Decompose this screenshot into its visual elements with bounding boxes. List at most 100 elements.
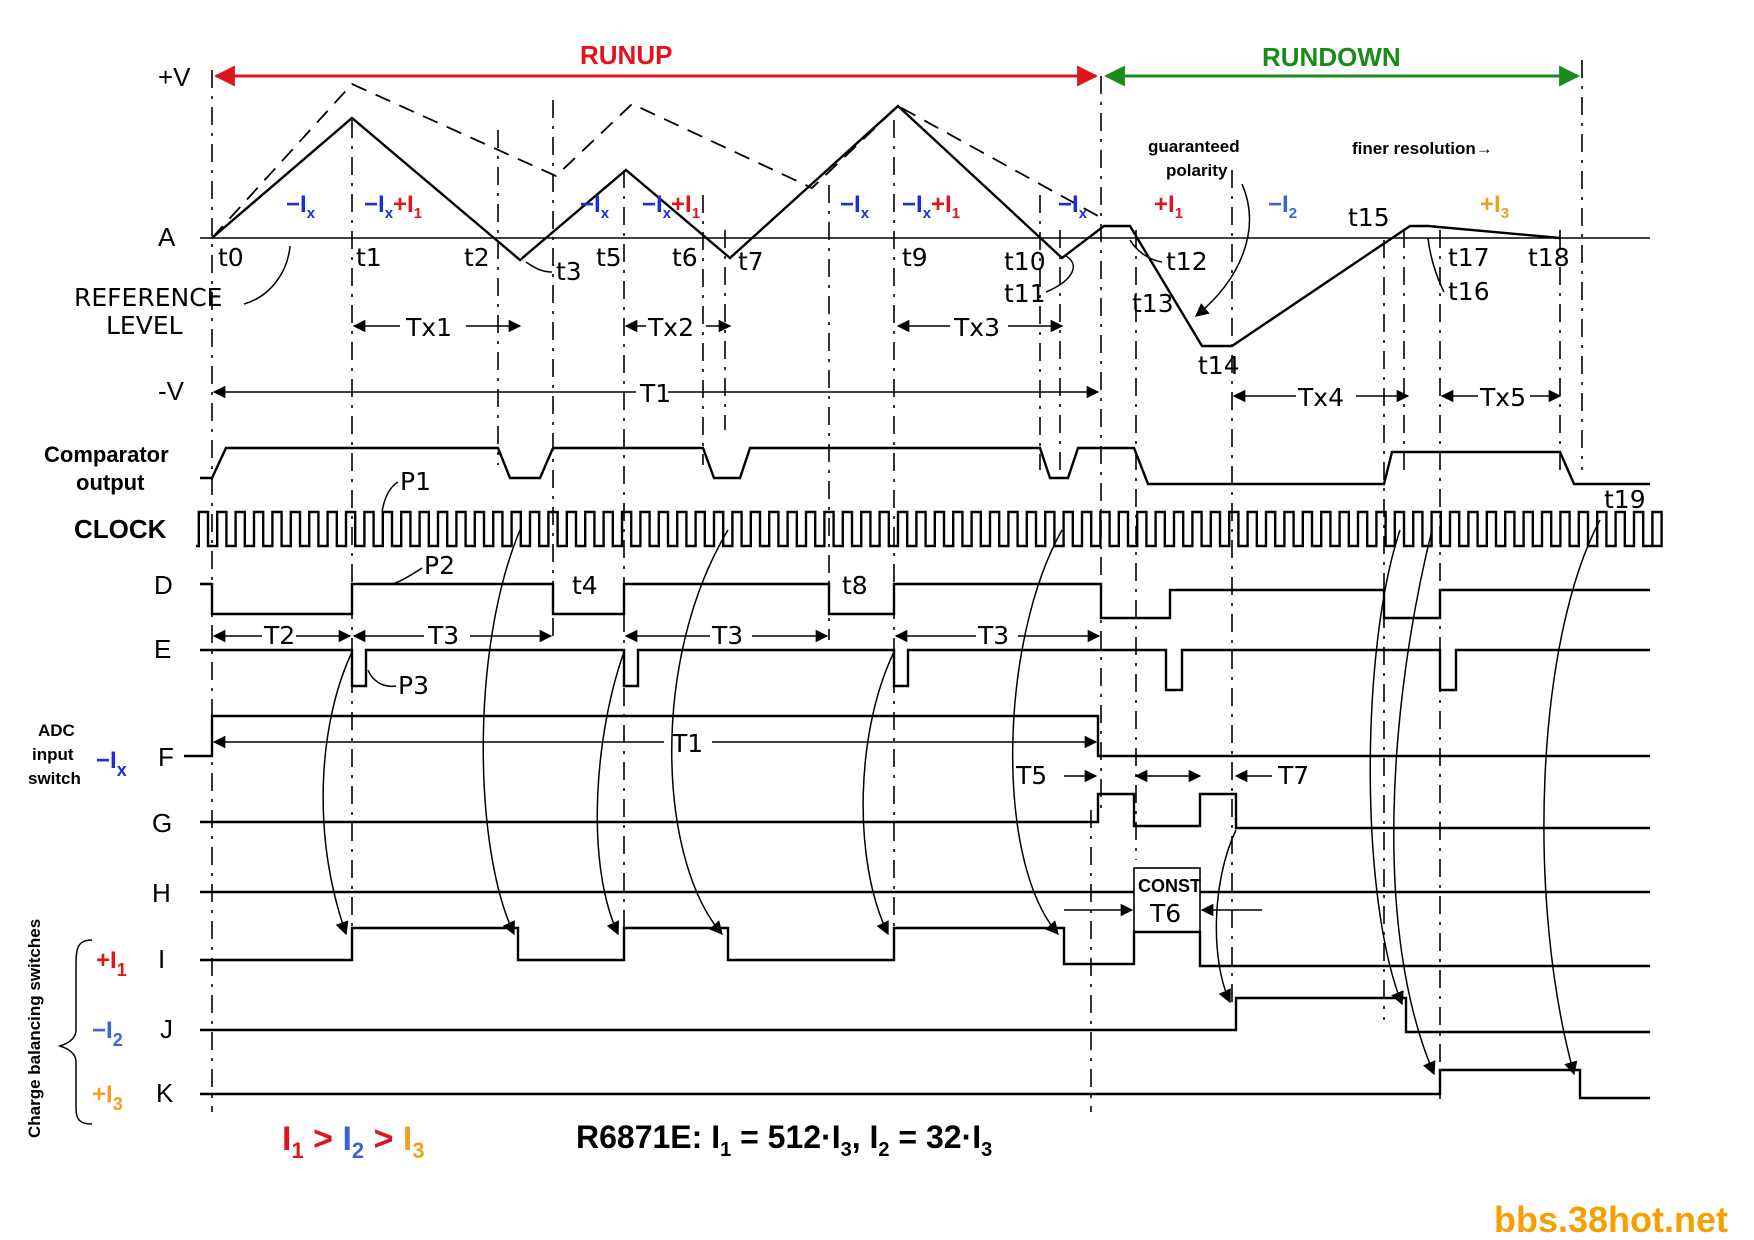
- e-trace: [200, 648, 1650, 692]
- reference-level-pointer: [243, 245, 291, 305]
- svg-text:−Ix+I1: −Ix+I1: [902, 191, 960, 222]
- rundown-label: RUNDOWN: [1262, 42, 1401, 72]
- svg-text:T3: T3: [977, 621, 1009, 650]
- svg-text:−Ix+I1: −Ix+I1: [364, 191, 422, 222]
- t-intervals-d: T2 T3 T3 T3: [212, 621, 1101, 650]
- svg-text:t16: t16: [1448, 277, 1490, 306]
- a-label: A: [158, 222, 176, 252]
- i-current-label: +I1: [96, 947, 127, 980]
- svg-text:Tx5: Tx5: [1479, 383, 1526, 412]
- pulse-p2-label: P2: [424, 551, 455, 580]
- runup-label: RUNUP: [580, 40, 672, 70]
- adc-label-line2: input: [32, 745, 74, 764]
- time-labels: t0 t1 t2 t3 t5 t6 t7 t9 t10 t11 t12 t13 …: [218, 203, 1570, 380]
- e-label: E: [154, 634, 171, 664]
- d-trace: [200, 582, 1650, 620]
- svg-text:Tx3: Tx3: [953, 313, 1000, 342]
- svg-text:t14: t14: [1198, 351, 1240, 380]
- svg-text:−Ix: −Ix: [286, 191, 316, 222]
- t19-label: t19: [1604, 485, 1646, 514]
- svg-text:t5: t5: [596, 243, 622, 272]
- tx-intervals: Tx1 Tx2 Tx3 Tx4 Tx5 T1: [212, 313, 1562, 412]
- f-trace: [184, 714, 1650, 758]
- k-trace: [200, 1068, 1650, 1100]
- svg-text:t3: t3: [556, 257, 582, 286]
- svg-text:t2: t2: [464, 243, 490, 272]
- h-label: H: [152, 878, 171, 908]
- adc-label-line3: switch: [28, 769, 81, 788]
- guaranteed-polarity-line2: polarity: [1166, 161, 1228, 180]
- comparator-output-trace: [200, 446, 1650, 486]
- svg-text:+I3: +I3: [1480, 191, 1509, 222]
- svg-text:t6: t6: [672, 243, 698, 272]
- guaranteed-polarity-pointer: [1194, 183, 1251, 317]
- guaranteed-polarity-line1: guaranteed: [1148, 137, 1240, 156]
- k-current-label: +I3: [92, 1081, 123, 1114]
- clock-label: CLOCK: [74, 514, 167, 544]
- g-label: G: [152, 808, 172, 838]
- i-trace: [200, 926, 1650, 968]
- svg-text:Tx2: Tx2: [647, 313, 694, 342]
- current-inequality: I1 > I2 > I3: [282, 1120, 425, 1163]
- d-label: D: [154, 570, 173, 600]
- watermark: bbs.38hot.net: [1494, 1199, 1728, 1240]
- pulse-p3-label: P3: [398, 671, 429, 700]
- charge-balancing-label: Charge balancing switches: [25, 919, 44, 1138]
- t6-interval: T6: [1149, 899, 1181, 928]
- minus-v-label: -V: [158, 376, 185, 406]
- j-trace: [200, 996, 1650, 1034]
- ramp-current-labels: −Ix −Ix+I1 −Ix −Ix+I1 −Ix −Ix+I1 −Ix +I1…: [286, 191, 1509, 222]
- svg-text:t1: t1: [356, 243, 382, 272]
- svg-text:t12: t12: [1166, 247, 1208, 276]
- comparator-label-line2: output: [76, 470, 145, 495]
- t5-interval: T5: [1015, 761, 1047, 790]
- k-label: K: [156, 1078, 174, 1108]
- t7-interval: T7: [1277, 761, 1309, 790]
- svg-text:Tx4: Tx4: [1297, 383, 1344, 412]
- const-label: CONST: [1138, 876, 1201, 896]
- j-current-label: −I2: [92, 1017, 123, 1050]
- clock-trace: [196, 510, 1663, 548]
- svg-text:t0: t0: [218, 243, 244, 272]
- svg-text:t7: t7: [738, 247, 764, 276]
- svg-text:−I2: −I2: [1268, 191, 1297, 222]
- svg-text:T3: T3: [711, 621, 743, 650]
- svg-text:T2: T2: [263, 621, 295, 650]
- integrator-output-solid: [211, 104, 1561, 348]
- t4-label: t4: [572, 571, 598, 600]
- r6871e-formula: R6871E: I1 = 512·I3, I2 = 32·I3: [576, 1119, 992, 1161]
- svg-text:−Ix: −Ix: [840, 191, 870, 222]
- svg-text:T1: T1: [671, 729, 703, 758]
- svg-text:T1: T1: [639, 379, 671, 408]
- pulse-p1-label: P1: [400, 467, 431, 496]
- svg-text:T3: T3: [427, 621, 459, 650]
- reference-level-line1: REFERENCE: [74, 283, 222, 312]
- causal-arrows: [322, 519, 1601, 1076]
- f-label: F: [158, 742, 174, 772]
- svg-text:t11: t11: [1004, 279, 1046, 308]
- svg-text:t10: t10: [1004, 247, 1046, 276]
- charge-balancing-brace: [57, 939, 93, 1125]
- comparator-label-line1: Comparator: [44, 442, 169, 467]
- svg-text:t9: t9: [902, 243, 928, 272]
- svg-text:−Ix: −Ix: [580, 191, 610, 222]
- f-current-label: −Ix: [96, 747, 127, 780]
- svg-text:t13: t13: [1132, 289, 1174, 318]
- const-box: [1133, 867, 1201, 933]
- svg-text:−Ix+I1: −Ix+I1: [642, 191, 700, 222]
- adc-label-line1: ADC: [38, 721, 75, 740]
- t8-label: t8: [842, 571, 868, 600]
- integrator-output-dashed: [211, 82, 1099, 239]
- phase-arrows: RUNUP RUNDOWN: [213, 40, 1581, 87]
- svg-text:−Ix: −Ix: [1058, 191, 1088, 222]
- svg-text:Tx1: Tx1: [405, 313, 452, 342]
- finer-resolution-note: finer resolution→: [1352, 139, 1493, 158]
- svg-text:t15: t15: [1348, 203, 1390, 232]
- j-label: J: [160, 1014, 173, 1044]
- svg-text:t17: t17: [1448, 243, 1490, 272]
- svg-text:+I1: +I1: [1154, 191, 1183, 222]
- plus-v-label: +V: [158, 62, 191, 92]
- i-label: I: [158, 944, 165, 974]
- svg-text:t18: t18: [1528, 243, 1570, 272]
